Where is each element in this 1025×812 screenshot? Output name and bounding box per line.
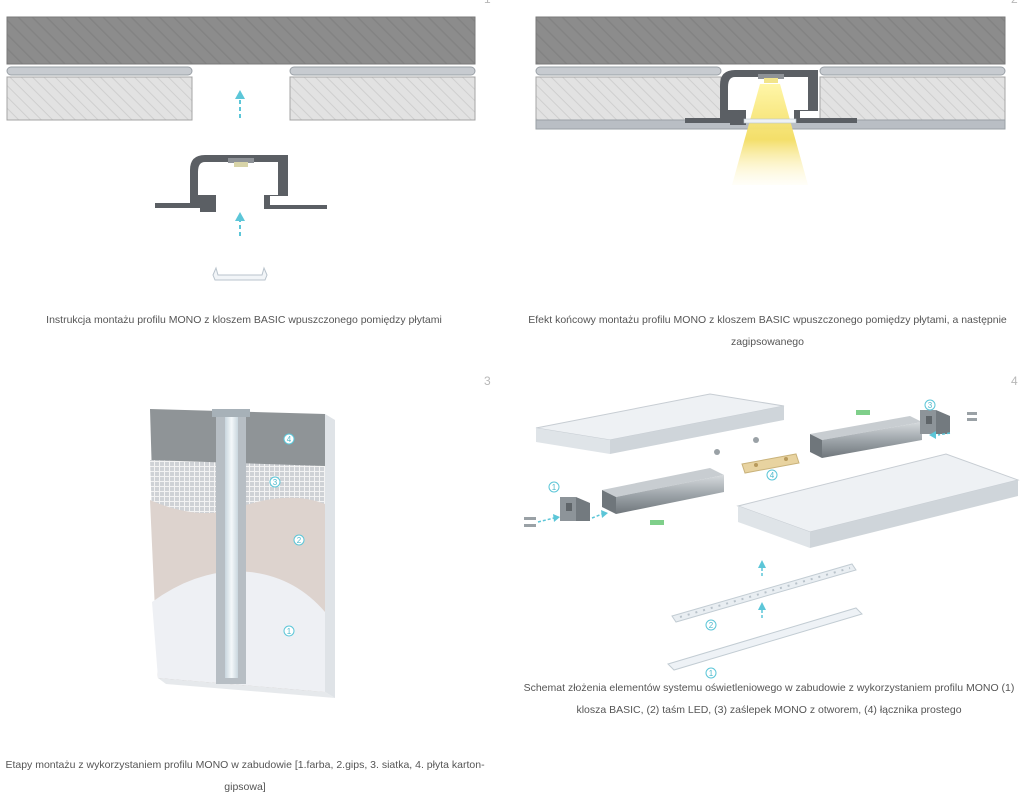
screw-icon [714, 449, 720, 455]
part-label: 1 [709, 669, 714, 678]
concrete-ceiling [6, 16, 476, 65]
end-cap-right [920, 410, 950, 434]
part-label: 3 [928, 401, 933, 410]
figure-1-illustration [6, 16, 476, 281]
plasterboard-bottom [736, 453, 1020, 548]
figure-caption: Efekt końcowy montażu profilu MONO z klo… [528, 314, 1007, 348]
batten-right [289, 66, 476, 76]
layer-label: 1 [287, 627, 292, 636]
part-label-1-left: 1 [548, 481, 560, 493]
part-label-2: 2 [705, 619, 717, 631]
figure-caption: Etapy montażu z wykorzystaniem profilu M… [5, 759, 485, 793]
layer-label: 4 [287, 435, 292, 444]
basic-diffuser [212, 266, 268, 281]
mono-profile-lower [602, 468, 724, 514]
mono-profile [685, 70, 857, 125]
arrow-up-icon [235, 90, 245, 118]
layer-label: 3 [273, 478, 278, 487]
wall-bottom [158, 678, 335, 698]
figure-caption: Instrukcja montażu profilu MONO z klosze… [46, 314, 442, 326]
arrow-right-icon [537, 514, 560, 523]
board-left [535, 76, 722, 121]
led-strip [671, 563, 857, 623]
straight-joiner [741, 453, 800, 474]
arrow-up-icon [758, 602, 766, 618]
board-right [289, 76, 476, 121]
layer-label: 2 [297, 536, 302, 545]
layer-label-2: 2 [293, 534, 305, 546]
figure-3-illustration: 4 3 2 1 [150, 409, 335, 698]
figure-2-illustration [535, 16, 1006, 185]
arrow-up-icon [758, 560, 766, 576]
end-cap-left [560, 497, 590, 521]
part-label: 4 [770, 471, 775, 480]
arrow-up-icon [235, 212, 245, 236]
concrete-ceiling [535, 16, 1006, 65]
part-label-3-top: 3 [924, 399, 936, 411]
arrow-right-icon [591, 510, 608, 519]
led-connector [650, 520, 664, 525]
board-right [819, 76, 1006, 121]
profile-top [212, 409, 250, 417]
board-left [6, 76, 193, 121]
figure-number: 4 [1011, 374, 1018, 388]
part-label: 1 [552, 483, 557, 492]
figure-number: 2 [1011, 0, 1018, 6]
part-label-4: 4 [766, 469, 778, 481]
batten-left [6, 66, 193, 76]
basic-diffuser [667, 607, 863, 671]
figure-4: 4 [510, 372, 1025, 812]
figure-1: 1 Instruk [0, 0, 500, 360]
figure-2: 2 Efekt końcowy montażu profilu MONO z k… [528, 0, 1025, 360]
layer-label-4: 4 [283, 433, 295, 445]
layer-label-1: 1 [283, 625, 295, 637]
light-beam [732, 84, 808, 185]
led-strip [225, 416, 238, 678]
figure-number: 3 [484, 374, 491, 388]
mono-profile-upper [810, 416, 922, 458]
batten-left [535, 66, 722, 76]
plasterboard-top [535, 393, 785, 454]
part-label-1-bottom: 1 [705, 667, 717, 679]
part-label: 2 [709, 621, 714, 630]
figure-3: 3 4 3 [0, 372, 500, 812]
screw-icon [524, 517, 536, 527]
figure-4-illustration: 3 4 1 2 1 [524, 393, 1020, 679]
screw-icon [967, 412, 977, 421]
wall-edge [325, 414, 335, 698]
arrow-left-icon [929, 431, 951, 439]
batten-right [819, 66, 1006, 76]
figure-caption: Schemat złożenia elementów systemu oświe… [523, 682, 1015, 716]
layer-label-3: 3 [269, 476, 281, 488]
led-connector [856, 410, 870, 415]
screw-icon [753, 437, 759, 443]
mono-profile [155, 155, 327, 212]
figure-number: 1 [484, 0, 491, 6]
